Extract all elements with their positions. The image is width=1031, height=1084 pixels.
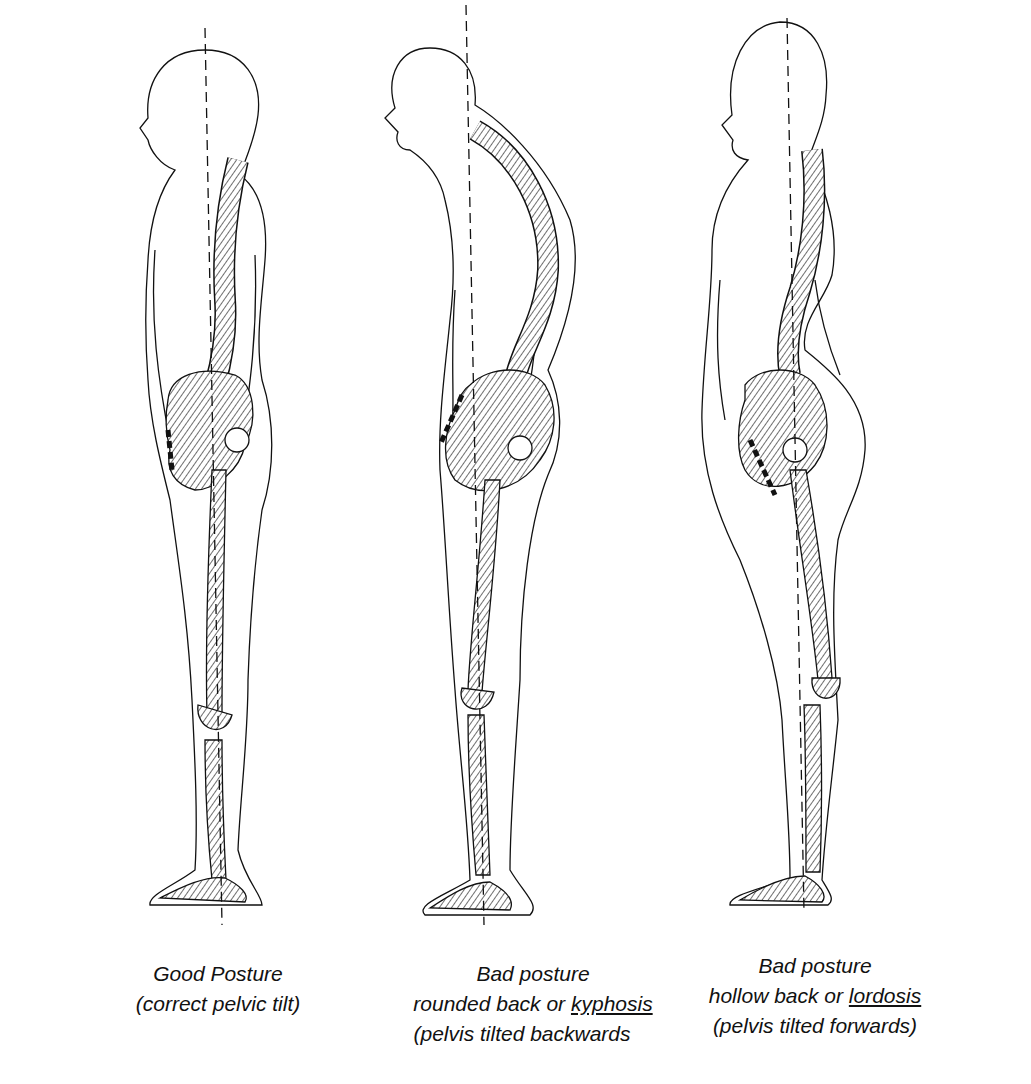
caption-text: Good Posture [153,962,283,986]
caption-text: Bad posture [758,954,871,978]
good-posture-figure [140,28,272,925]
caption-text: hollow back or lordosis [709,984,921,1008]
caption-text: (pelvis tilted backwards [413,1022,630,1046]
caption-text: (pelvis tilted forwards) [713,1014,917,1038]
caption-text: Bad posture [476,962,589,986]
caption-text: (correct pelvic tilt) [136,992,301,1016]
lordosis-figure [702,18,865,912]
caption-text: rounded back or kyphosis [413,992,652,1016]
kyphosis-figure [385,5,575,925]
